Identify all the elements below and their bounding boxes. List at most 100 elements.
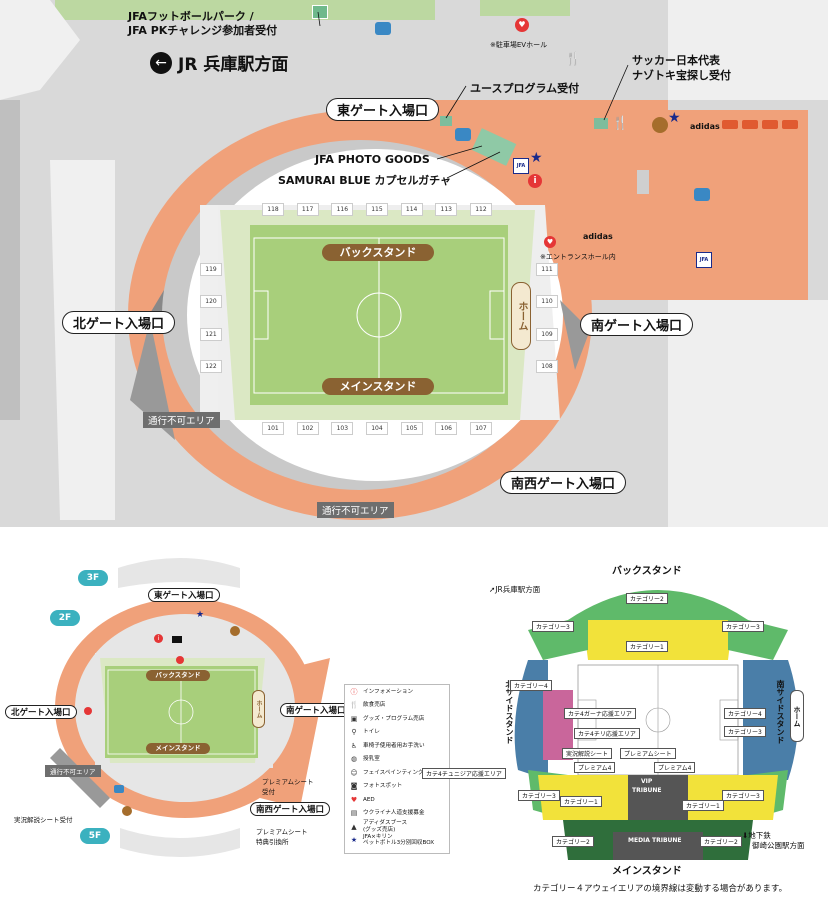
seat-category-tag: 実況解説シート — [562, 748, 613, 759]
seat-category-tag: カテゴリー1 — [560, 796, 602, 807]
arrow-left-icon: ← — [150, 51, 172, 74]
seat-back-stand-title: バックスタンド — [612, 566, 682, 577]
seat-block-number: 116 — [331, 203, 354, 216]
seat-block-number: 115 — [365, 203, 388, 216]
food-icon-1: 🍴 — [565, 52, 582, 67]
seat-main-stand-title: メインスタンド — [612, 866, 682, 877]
tribune-label: TRIBUNE — [632, 787, 662, 794]
seat-block-number: 121 — [200, 327, 222, 341]
north-side-label: 北サイドスタンド — [505, 680, 514, 744]
photo-goods-label: JFA PHOTO GOODS — [315, 153, 430, 166]
legend-label: グッズ・プログラム売店 — [363, 715, 425, 722]
east-camera-icon — [455, 128, 471, 141]
legend-row: ☺ フェイスペインティング — [345, 766, 449, 780]
legend-label: アディダスブース (グッズ売店) — [363, 820, 408, 833]
legend-row: ◍授乳室 — [345, 753, 449, 767]
seat-block-number: 112 — [469, 203, 492, 216]
youth-label: ユースプログラム受付 — [470, 82, 580, 95]
legend-row: ⓘ インフォメーション — [345, 685, 449, 699]
seat-block-number: 120 — [200, 295, 222, 309]
tribune-label: VIP — [641, 778, 653, 785]
bus-icon — [742, 120, 758, 129]
legend-row: ▣グッズ・プログラム売店 — [345, 712, 449, 726]
legend-label: JFA×キリン ペットボトル3分別回収BOX — [363, 833, 435, 847]
legend-label: インフォメーション — [363, 688, 414, 695]
seat-category-tag: カテゴリー3 — [724, 726, 766, 737]
facepaint-icon: ☺ — [350, 768, 358, 777]
legend-row: ▤ウクライナ人道支援募金 — [345, 807, 449, 821]
legend-label: トイレ — [363, 729, 380, 735]
seat-category-tag: カテゴリー3 — [722, 621, 764, 632]
samurai-photo-icon — [594, 118, 608, 129]
back-stand-label: バックスタンド — [322, 244, 434, 261]
nursing-icon: ◍ — [350, 755, 358, 764]
samurai-label-2: ナゾトキ宝探し受付 — [632, 69, 731, 82]
floor-star-icon: ★ — [196, 610, 205, 620]
seat-home-text: ホーム — [793, 705, 801, 727]
floor-3f-badge: 3F — [78, 570, 108, 586]
floor-aed-icon-2 — [84, 707, 92, 715]
floor-facepaint-icon-2 — [122, 806, 132, 816]
camera-icon — [375, 22, 391, 35]
legend-label: フォトスポット — [363, 783, 403, 789]
floor-facepaint-icon — [230, 626, 240, 636]
floor-southwest-gate: 南西ゲート入場口 — [250, 802, 331, 816]
southwest-gate-label: 南西ゲート入場口 — [500, 471, 627, 494]
info-icon: ⓘ — [350, 687, 358, 696]
ev-hall-note: ※駐車場EVホール — [490, 41, 548, 49]
main-stand-label: メインスタンド — [322, 378, 434, 395]
bus-icons — [722, 120, 798, 129]
seat-category-tag: カテゴリー3 — [518, 790, 560, 801]
floor-east-gate: 東ゲート入場口 — [148, 588, 220, 602]
east-camera-icon-2 — [694, 188, 710, 201]
north-gate-label: 北ゲート入場口 — [62, 311, 176, 334]
seat-block-number: 103 — [331, 422, 354, 435]
trophy-icon — [637, 170, 649, 194]
football-park-area — [55, 0, 435, 20]
legend-row: ▲アディダスブース (グッズ売店) — [345, 820, 449, 834]
aed-icon: ♥ — [350, 795, 358, 804]
seat-note: カテゴリー４アウェイエリアの境界線は変動する場合があります。 — [533, 884, 788, 894]
seat-block-number: 118 — [262, 203, 284, 216]
legend-label: 飲食売店 — [363, 702, 386, 708]
jr-icon: ➚ — [489, 585, 496, 594]
floor-5f-badge: 5F — [80, 828, 110, 844]
star-icon: ★ — [668, 110, 681, 126]
seat-block-number: 122 — [200, 359, 222, 373]
left-blocks: 119 120 121 122 — [200, 263, 222, 373]
seat-block-number: 114 — [400, 203, 423, 216]
seat-block-number: 101 — [262, 422, 284, 435]
seat-block-number: 109 — [536, 327, 558, 341]
adidas-icon: adidas — [690, 122, 720, 131]
floor-home-text: ホーム — [255, 700, 262, 718]
seat-category-tag: カテゴリー3 — [532, 621, 574, 632]
south-gate-label: 南ゲート入場口 — [580, 313, 694, 336]
floor-info-icon: i — [154, 634, 163, 643]
seat-category-tag: カテゴリー4 — [724, 708, 766, 719]
commentary-reception-label: 実況解説シート受付 — [14, 816, 73, 824]
seat-block-number: 111 — [536, 263, 558, 276]
subway-icon: ⬇ — [742, 831, 749, 840]
food-icon-2: 🍴 — [612, 116, 629, 131]
legend-label: 車椅子使用者用お手洗い — [363, 742, 425, 749]
floor-map — [50, 558, 330, 857]
no-pass-area-label: 通行不可エリア — [143, 412, 220, 428]
floor-south-gate: 南ゲート入場口 — [280, 703, 352, 717]
premium-exchange-label-1: プレミアムシート — [256, 828, 308, 836]
jr-direction: ← JR 兵庫駅方面 — [150, 50, 288, 75]
seat-category-tag: カテ4ガーナ応援エリア — [564, 708, 636, 719]
photo-icon: ◙ — [350, 782, 358, 791]
home-label: ホーム — [511, 282, 531, 350]
info-icon: i — [528, 174, 542, 188]
seat-category-tag: プレミアム4 — [574, 762, 616, 773]
legend-label: フェイスペインティング — [363, 769, 424, 776]
seat-block-number: 119 — [200, 263, 222, 276]
home-text: ホーム — [516, 301, 527, 331]
seat-category-tag: カテゴリー4 — [510, 680, 552, 691]
jr-direction-seat: ➚JR兵庫駅方面 — [489, 584, 540, 595]
floor-camera-icon — [114, 785, 124, 793]
entrance-hall-note: ※エントランスホール内 — [540, 253, 616, 261]
seat-home-label: ホーム — [790, 690, 804, 742]
